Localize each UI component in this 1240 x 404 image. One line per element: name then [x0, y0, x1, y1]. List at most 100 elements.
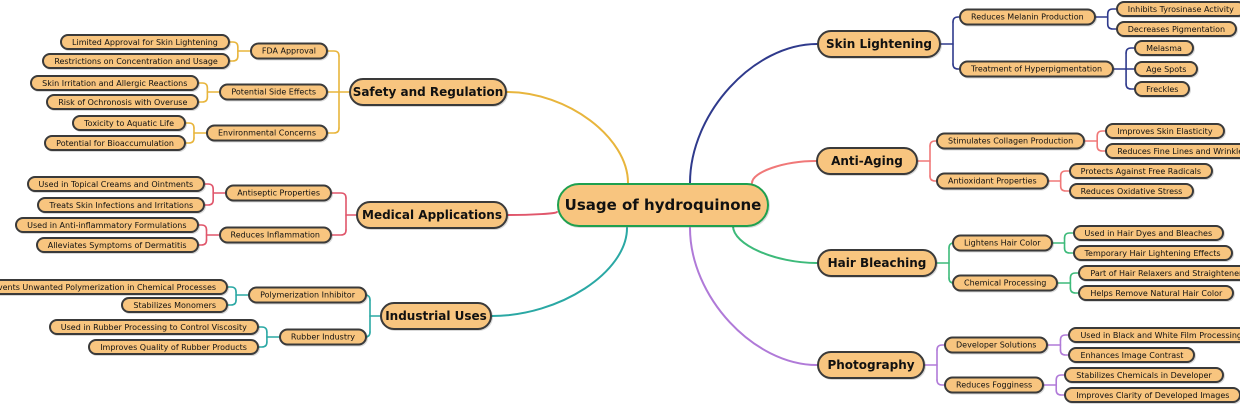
branch-safety-and-regulation[interactable]: Safety and Regulation	[349, 78, 507, 106]
topic-fda-approval[interactable]: FDA Approval	[249, 42, 328, 60]
leaf-used-in-topical-creams-and-ointments[interactable]: Used in Topical Creams and Ointments	[26, 176, 206, 192]
branch-hair-bleaching[interactable]: Hair Bleaching	[817, 249, 937, 277]
branch-industrial-uses-label: Industrial Uses	[385, 309, 487, 323]
topic-chemical-processing[interactable]: Chemical Processing	[952, 274, 1059, 292]
topic-developer-solutions[interactable]: Developer Solutions	[944, 336, 1049, 354]
topic-environmental-concerns-label: Environmental Concerns	[217, 128, 316, 138]
leaf-skin-irritation-and-allergic-reactions[interactable]: Skin Irritation and Allergic Reactions	[30, 75, 200, 91]
leaf-improves-skin-elasticity[interactable]: Improves Skin Elasticity	[1105, 123, 1225, 139]
leaf-connector	[229, 41, 239, 48]
topic-reduces-fogginess[interactable]: Reduces Fogginess	[944, 376, 1045, 394]
root-node-label: Usage of hydroquinone	[564, 196, 762, 214]
leaf-connector	[185, 122, 195, 129]
topic-reduces-inflammation[interactable]: Reduces Inflammation	[218, 226, 332, 244]
branch-industrial-uses[interactable]: Industrial Uses	[380, 302, 492, 330]
topic-polymerization-inhibitor-label: Polymerization Inhibitor	[260, 290, 355, 300]
leaf-treats-skin-infections-and-irritations[interactable]: Treats Skin Infections and Irritations	[37, 197, 206, 213]
leaf-toxicity-to-aquatic-life[interactable]: Toxicity to Aquatic Life	[72, 115, 186, 131]
leaf-used-in-anti-inflammatory-formulations[interactable]: Used in Anti-inflammatory Formulations	[15, 217, 199, 233]
topic-rubber-industry-label: Rubber Industry	[290, 332, 355, 342]
leaf-improves-skin-elasticity-label: Improves Skin Elasticity	[1117, 126, 1213, 136]
leaf-melasma[interactable]: Melasma	[1134, 40, 1194, 56]
branch-connector	[507, 211, 558, 216]
leaf-reduces-fine-lines-and-wrinkles[interactable]: Reduces Fine Lines and Wrinkles	[1105, 143, 1240, 159]
leaf-part-of-hair-relaxers-and-straighteners-label: Part of Hair Relaxers and Straighteners	[1090, 268, 1240, 278]
leaf-connector	[1069, 272, 1080, 279]
branch-photography-label: Photography	[827, 358, 915, 372]
mid-connector	[331, 229, 347, 236]
leaf-alleviates-symptoms-of-dermatitis[interactable]: Alleviates Symptoms of Dermatitis	[35, 237, 199, 253]
leaf-temporary-hair-lightening-effects[interactable]: Temporary Hair Lightening Effects	[1072, 245, 1233, 261]
topic-antiseptic-properties[interactable]: Antiseptic Properties	[225, 184, 332, 202]
leaf-connector	[1125, 47, 1135, 54]
leaf-skin-irritation-and-allergic-reactions-label: Skin Irritation and Allergic Reactions	[42, 78, 188, 88]
leaf-used-in-black-and-white-film-processing[interactable]: Used in Black and White Film Processing	[1068, 327, 1240, 343]
leaf-inhibits-tyrosinase-activity[interactable]: Inhibits Tyrosinase Activity	[1115, 1, 1240, 17]
leaf-freckles-label: Freckles	[1146, 84, 1179, 94]
leaf-stabilizes-monomers-label: Stabilizes Monomers	[133, 300, 217, 310]
leaf-potential-for-bioaccumulation[interactable]: Potential for Bioaccumulation	[44, 135, 186, 151]
mid-connector	[929, 175, 937, 182]
leaf-potential-for-bioaccumulation-label: Potential for Bioaccumulation	[56, 138, 174, 148]
leaf-restrictions-on-concentration-and-usage[interactable]: Restrictions on Concentration and Usage	[42, 53, 230, 69]
topic-potential-side-effects-label: Potential Side Effects	[231, 87, 316, 97]
leaf-freckles[interactable]: Freckles	[1134, 81, 1191, 97]
leaf-stabilizes-monomers[interactable]: Stabilizes Monomers	[121, 297, 229, 313]
topic-developer-solutions-label: Developer Solutions	[956, 340, 1037, 350]
branch-connector	[732, 225, 818, 264]
leaf-improves-clarity-of-developed-images-label: Improves Clarity of Developed Images	[1076, 390, 1230, 400]
leaf-connector	[1063, 247, 1074, 254]
leaf-decreases-pigmentation[interactable]: Decreases Pigmentation	[1115, 21, 1238, 37]
leaf-improves-clarity-of-developed-images[interactable]: Improves Clarity of Developed Images	[1064, 387, 1240, 403]
leaf-improves-quality-of-rubber-products-label: Improves Quality of Rubber Products	[100, 342, 247, 352]
leaf-connector	[185, 137, 195, 144]
topic-reduces-fogginess-label: Reduces Fogginess	[956, 380, 1033, 390]
leaf-connector	[198, 96, 209, 103]
mid-connector	[936, 379, 945, 386]
leaf-helps-remove-natural-hair-color[interactable]: Helps Remove Natural Hair Color	[1078, 285, 1235, 301]
leaf-risk-of-ochronosis-with-overuse[interactable]: Risk of Ochronosis with Overuse	[46, 94, 200, 110]
leaf-reduces-oxidative-stress[interactable]: Reduces Oxidative Stress	[1068, 183, 1195, 199]
leaf-connector	[258, 326, 268, 333]
leaf-used-in-rubber-processing-to-control-viscosity[interactable]: Used in Rubber Processing to Control Vis…	[48, 319, 259, 335]
leaf-stabilizes-chemicals-in-developer[interactable]: Stabilizes Chemicals in Developer	[1064, 367, 1224, 383]
branch-connector	[751, 160, 817, 184]
leaf-improves-quality-of-rubber-products[interactable]: Improves Quality of Rubber Products	[88, 339, 259, 355]
leaf-connector	[258, 341, 268, 348]
topic-environmental-concerns[interactable]: Environmental Concerns	[205, 124, 328, 142]
leaf-part-of-hair-relaxers-and-straighteners[interactable]: Part of Hair Relaxers and Straighteners	[1078, 265, 1240, 281]
leaf-inhibits-tyrosinase-activity-label: Inhibits Tyrosinase Activity	[1127, 4, 1234, 14]
branch-photography[interactable]: Photography	[817, 351, 925, 379]
leaf-prevents-unwanted-polymerization-in-chemical-processes[interactable]: Prevents Unwanted Polymerization in Chem…	[0, 279, 229, 295]
leaf-connector	[1059, 170, 1070, 177]
branch-medical-applications-label: Medical Applications	[362, 208, 502, 222]
branch-hair-bleaching-label: Hair Bleaching	[827, 256, 927, 270]
branch-anti-aging[interactable]: Anti-Aging	[816, 147, 918, 175]
topic-stimulates-collagen-production-label: Stimulates Collagen Production	[948, 136, 1074, 146]
topic-chemical-processing-label: Chemical Processing	[964, 278, 1047, 288]
leaf-connector	[1096, 145, 1106, 152]
leaf-enhances-image-contrast[interactable]: Enhances Image Contrast	[1068, 347, 1196, 363]
topic-lightens-hair-color[interactable]: Lightens Hair Color	[952, 234, 1053, 252]
leaf-used-in-hair-dyes-and-bleaches-label: Used in Hair Dyes and Bleaches	[1084, 228, 1213, 238]
topic-rubber-industry[interactable]: Rubber Industry	[278, 328, 367, 346]
topic-potential-side-effects[interactable]: Potential Side Effects	[219, 83, 328, 101]
topic-polymerization-inhibitor[interactable]: Polymerization Inhibitor	[248, 286, 367, 304]
leaf-protects-against-free-radicals[interactable]: Protects Against Free Radicals	[1068, 163, 1214, 179]
topic-stimulates-collagen-production[interactable]: Stimulates Collagen Production	[936, 132, 1086, 150]
leaf-connector	[1055, 374, 1066, 381]
root-node[interactable]: Usage of hydroquinone	[557, 183, 769, 227]
leaf-prevents-unwanted-polymerization-in-chemical-processes-label: Prevents Unwanted Polymerization in Chem…	[0, 282, 217, 292]
leaf-limited-approval-for-skin-lightening[interactable]: Limited Approval for Skin Lightening	[60, 34, 230, 50]
leaf-used-in-hair-dyes-and-bleaches[interactable]: Used in Hair Dyes and Bleaches	[1072, 225, 1225, 241]
leaf-alleviates-symptoms-of-dermatitis-label: Alleviates Symptoms of Dermatitis	[47, 240, 187, 250]
topic-antioxidant-properties[interactable]: Antioxidant Properties	[936, 172, 1049, 190]
mid-connector	[929, 140, 937, 147]
branch-skin-lightening[interactable]: Skin Lightening	[817, 30, 941, 58]
branch-medical-applications[interactable]: Medical Applications	[356, 201, 508, 229]
leaf-age-spots[interactable]: Age Spots	[1134, 61, 1199, 77]
topic-reduces-melanin-production[interactable]: Reduces Melanin Production	[959, 8, 1096, 26]
topic-treatment-of-hyperpigmentation[interactable]: Treatment of Hyperpigmentation	[959, 60, 1115, 78]
leaf-connector	[1069, 287, 1080, 294]
leaf-toxicity-to-aquatic-life-label: Toxicity to Aquatic Life	[84, 118, 174, 128]
